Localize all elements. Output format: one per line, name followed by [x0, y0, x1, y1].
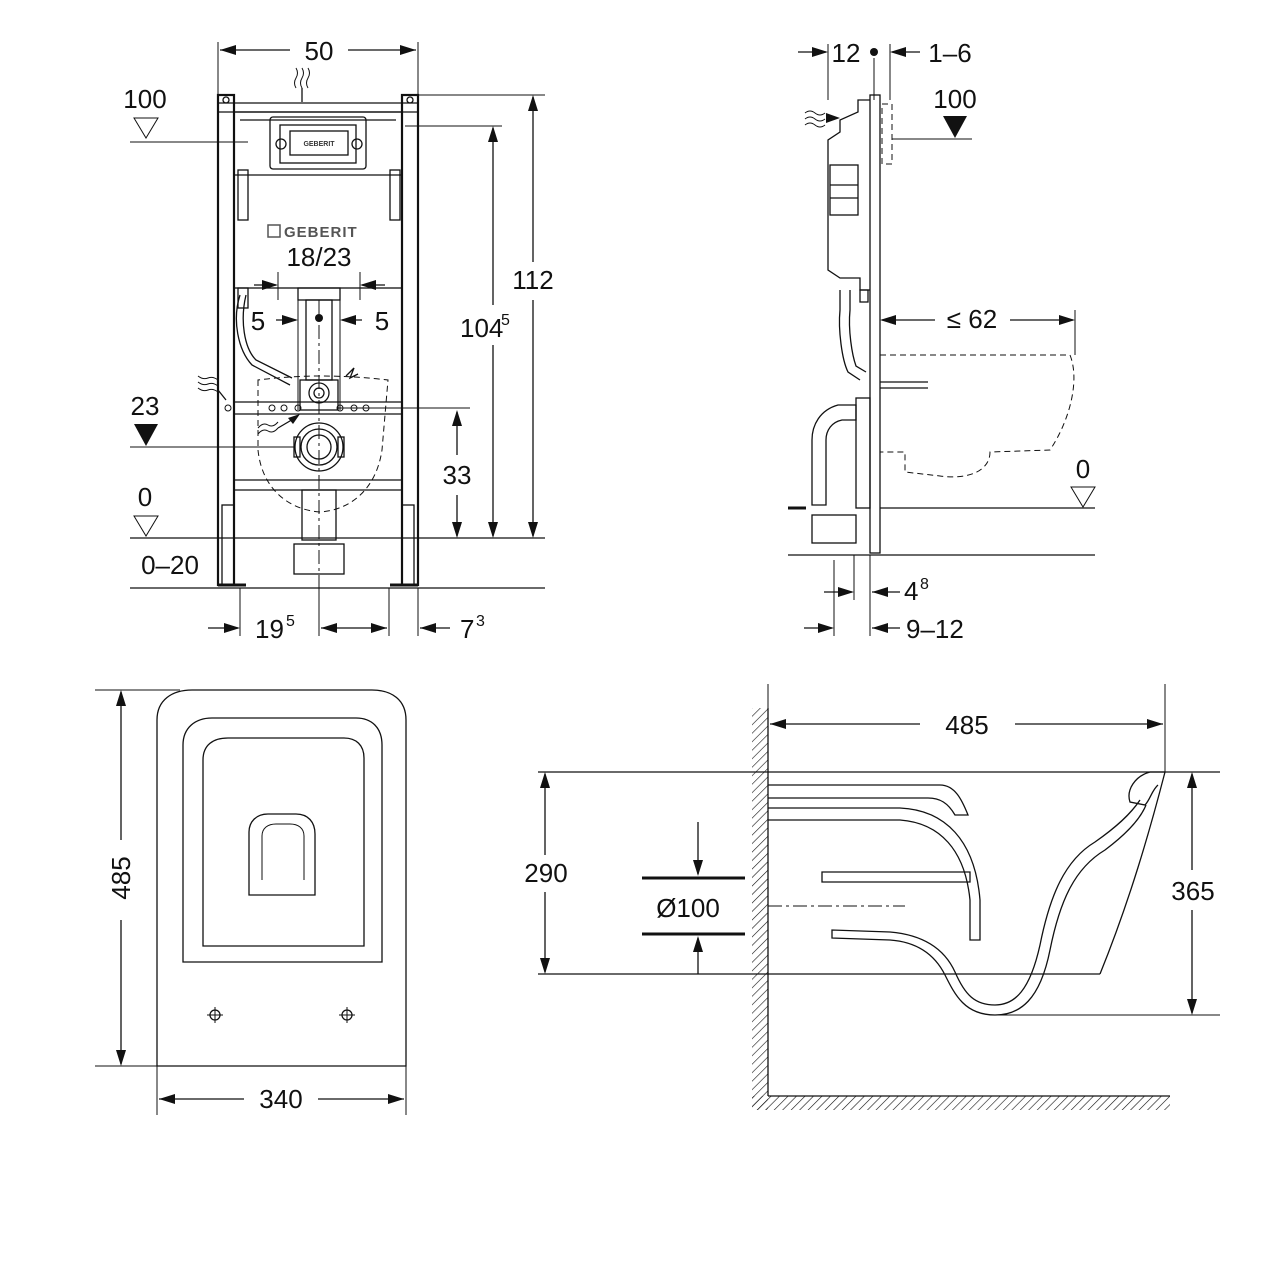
dim-height-1045: 104 — [460, 313, 503, 343]
svg-text:GEBERIT: GEBERIT — [284, 224, 358, 241]
dim-offset-left: 5 — [251, 306, 265, 336]
drain-icon — [257, 414, 300, 435]
dim-bowl-depth-side: 485 — [945, 710, 988, 740]
dim-height-1045-sup: 5 — [501, 312, 510, 329]
dim-bottom-195: 19 — [255, 614, 284, 644]
dim-bottom-195-sup: 5 — [286, 613, 295, 630]
dim-side-12: 12 — [832, 38, 861, 68]
dim-side-62: ≤ 62 — [947, 304, 997, 334]
dim-side-1-6: 1–6 — [928, 38, 971, 68]
dim-side-9-12: 9–12 — [906, 614, 964, 644]
dim-bowl-width: 340 — [259, 1084, 302, 1114]
level-100-left: 100 — [123, 84, 166, 114]
mount-hole-left — [207, 1007, 223, 1023]
bowl-side-section: 485 Ø100 290 365 — [524, 684, 1220, 1110]
frame-front-view: 50 GEBERIT GEBERIT — [123, 36, 553, 644]
water-supply-icon — [294, 67, 310, 102]
level-0-left: 0 — [138, 482, 152, 512]
level-0-right: 0 — [1076, 454, 1090, 484]
dim-offset-right: 5 — [375, 306, 389, 336]
dim-pipe-diameter: Ø100 — [656, 893, 720, 923]
dim-bowl-290: 290 — [524, 858, 567, 888]
dim-height-33: 33 — [443, 460, 472, 490]
dim-height-112: 112 — [512, 265, 553, 295]
plate-brand-label: GEBERIT — [303, 141, 335, 148]
bowl-top-view: 485 340 — [95, 689, 407, 1115]
dim-bottom-73: 7 — [460, 614, 474, 644]
frame-side-view: 12 1–6 100 — [788, 38, 1096, 644]
dim-width-50: 50 — [305, 36, 334, 66]
side-water-icon — [804, 110, 840, 128]
level-100-right: 100 — [933, 84, 976, 114]
mount-hole-right — [339, 1007, 355, 1023]
dim-bowl-365: 365 — [1171, 876, 1214, 906]
geberit-logo: GEBERIT — [267, 224, 358, 241]
dim-side-48-sup: 8 — [920, 576, 929, 593]
dim-side-48: 4 — [904, 576, 918, 606]
water-left-icon — [197, 375, 227, 401]
level-23: 23 — [131, 391, 160, 421]
dim-bottom-73-sup: 3 — [476, 613, 485, 630]
dim-1823: 18/23 — [286, 242, 351, 272]
dim-bowl-depth-top: 485 — [106, 856, 136, 899]
dim-adjust-0-20: 0–20 — [141, 550, 199, 580]
